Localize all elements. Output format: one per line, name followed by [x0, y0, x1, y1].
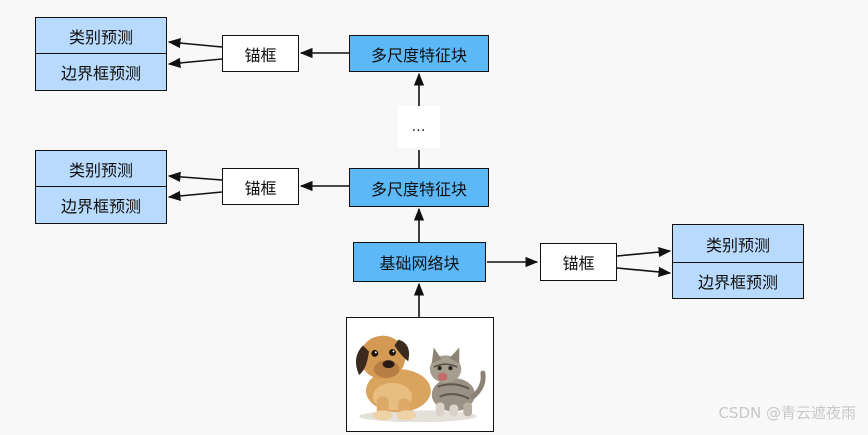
class-prediction-box-right: 类别预测: [672, 224, 804, 263]
input-image-puppy-kitten: [346, 317, 494, 432]
arrow-anchor-to-class-top: [167, 37, 223, 49]
arrow-anchor-to-class-right: [616, 246, 672, 258]
bbox-prediction-box-mid: 边界框预测: [35, 186, 167, 224]
anchor-box-top: 锚框: [222, 35, 299, 72]
anchor-box-mid: 锚框: [222, 168, 299, 205]
arrow-anchor-to-bbox-mid: [167, 190, 223, 202]
arrow-anchor-to-class-mid: [167, 171, 223, 182]
bbox-prediction-box-right: 边界框预测: [672, 262, 804, 299]
ellipsis-box: …: [398, 106, 440, 148]
kitten-head: [429, 355, 462, 383]
class-prediction-box-mid: 类别预测: [35, 150, 167, 187]
multiscale-feature-block-top: 多尺度特征块: [349, 35, 489, 72]
arrow-anchor-to-bbox-top: [167, 57, 223, 69]
watermark-text: CSDN @青云遮夜雨: [718, 404, 856, 422]
arrow-anchor-to-bbox-right: [616, 266, 672, 278]
multiscale-feature-block-mid: 多尺度特征块: [349, 168, 489, 207]
base-network-block: 基础网络块: [353, 242, 486, 282]
bbox-prediction-box-top: 边界框预测: [35, 53, 167, 91]
puppy-kitten-illustration: [347, 318, 493, 431]
class-prediction-box-top: 类别预测: [35, 17, 167, 54]
anchor-box-right: 锚框: [540, 243, 617, 281]
